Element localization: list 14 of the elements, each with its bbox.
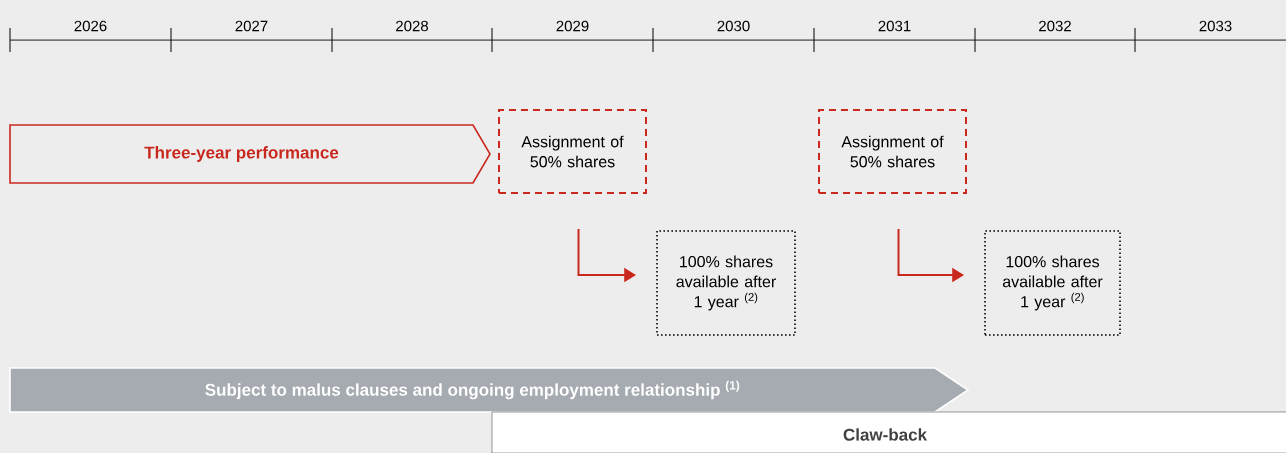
year-label: 2029 <box>556 20 589 32</box>
claw-back-band: Claw-back <box>491 411 1286 453</box>
malus-band: Subject to malus clauses and ongoing employment relationship $^{(1)}$ <box>9 367 970 413</box>
assignment-box: Assignment of 50% shares <box>818 109 967 194</box>
year-label: 2027 <box>235 20 268 32</box>
availability-box: 100% shares available after 1 year $^{(2)}$ <box>984 230 1121 336</box>
availability-box: 100% shares available after 1 year $^{(2)}$ <box>656 230 796 336</box>
year-label: 2026 <box>74 20 107 32</box>
year-label: 2032 <box>1039 20 1071 32</box>
assignment-box: Assignment of 50% shares <box>498 109 647 194</box>
year-label: 2031 <box>878 20 911 32</box>
year-label: 2033 <box>1199 20 1232 32</box>
year-label: 2030 <box>717 20 750 32</box>
year-label: 2028 <box>396 20 428 32</box>
